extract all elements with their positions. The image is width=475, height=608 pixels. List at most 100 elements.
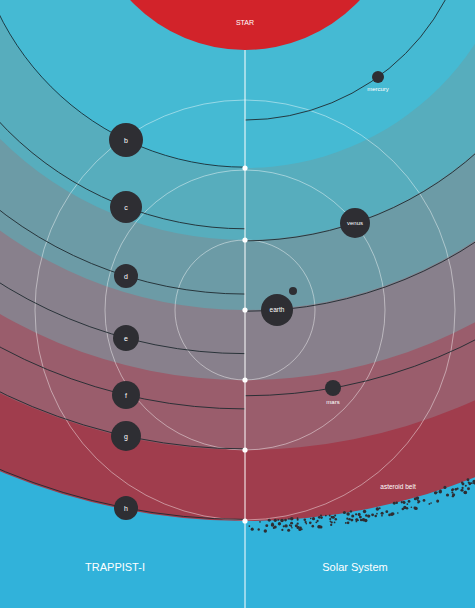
planet-body: earth bbox=[261, 294, 293, 326]
asteroid bbox=[329, 521, 331, 523]
asteroid bbox=[281, 529, 283, 531]
orbit-line bbox=[0, 0, 245, 354]
asteroid bbox=[439, 490, 443, 494]
planet-name: h bbox=[124, 505, 128, 512]
planet-body: f bbox=[112, 381, 140, 409]
star-label: STAR bbox=[88, 19, 402, 26]
asteroid bbox=[264, 529, 267, 532]
asteroid bbox=[310, 518, 312, 520]
planet-fill bbox=[325, 380, 341, 396]
asteroid bbox=[284, 524, 287, 527]
planet-name: f bbox=[125, 392, 127, 399]
orbit-line bbox=[245, 0, 475, 311]
asteroid bbox=[467, 487, 470, 490]
orbit-line bbox=[0, 0, 245, 519]
planet-circle: venus bbox=[340, 208, 370, 238]
asteroid bbox=[401, 501, 403, 503]
asteroid bbox=[319, 525, 322, 528]
orbit-line bbox=[0, 0, 245, 449]
planet-body: e bbox=[113, 325, 139, 351]
asteroid bbox=[460, 489, 462, 491]
asteroid bbox=[299, 526, 301, 528]
asteroid bbox=[291, 527, 293, 529]
asteroid bbox=[411, 507, 413, 509]
planet-fill bbox=[114, 264, 138, 288]
asteroid bbox=[290, 525, 292, 527]
asteroid bbox=[418, 500, 421, 503]
asteroid bbox=[248, 525, 250, 527]
asteroid bbox=[315, 521, 317, 523]
asteroid bbox=[358, 513, 361, 516]
asteroid bbox=[334, 514, 336, 516]
asteroid bbox=[461, 487, 463, 489]
asteroid bbox=[346, 518, 348, 520]
planet-fill bbox=[110, 191, 142, 223]
moon bbox=[289, 287, 297, 295]
planet-circle: earth bbox=[261, 294, 293, 326]
asteroid bbox=[406, 507, 409, 510]
asteroid bbox=[288, 518, 290, 520]
planet-circle: b bbox=[109, 123, 143, 157]
planet-body: d bbox=[114, 264, 138, 288]
asteroid bbox=[277, 519, 279, 521]
orbit-line bbox=[0, 0, 245, 294]
planet-fill bbox=[111, 421, 141, 451]
system-name: Solar System bbox=[322, 562, 387, 573]
asteroid bbox=[365, 514, 368, 517]
asteroid bbox=[346, 512, 350, 516]
planet-circle: mercury bbox=[372, 71, 384, 83]
asteroid bbox=[403, 501, 405, 503]
asteroid bbox=[388, 514, 391, 517]
scale-dot bbox=[242, 237, 247, 242]
asteroid bbox=[452, 493, 455, 496]
scale-dots bbox=[242, 165, 247, 523]
zone-label: asteroid belt bbox=[380, 484, 415, 491]
asteroid bbox=[274, 525, 277, 528]
asteroid bbox=[312, 517, 315, 520]
asteroid bbox=[343, 511, 346, 514]
zone-band bbox=[0, 0, 475, 240]
asteroid bbox=[423, 499, 426, 502]
planet-circle: h bbox=[114, 496, 138, 520]
asteroid bbox=[295, 524, 298, 527]
asteroid bbox=[297, 517, 299, 519]
asteroid bbox=[406, 503, 408, 505]
planet-body: c bbox=[110, 191, 142, 223]
asteroid bbox=[414, 507, 417, 510]
asteroid bbox=[462, 483, 465, 486]
asteroid bbox=[391, 512, 394, 515]
asteroid bbox=[408, 501, 410, 503]
planet-circle: f bbox=[112, 381, 140, 409]
scale-dot bbox=[242, 165, 247, 170]
orbit-line bbox=[0, 0, 245, 229]
planet-fill bbox=[372, 71, 384, 83]
asteroid bbox=[461, 482, 463, 484]
asteroid bbox=[385, 510, 388, 513]
asteroid bbox=[403, 502, 405, 504]
asteroid bbox=[290, 522, 293, 525]
asteroid bbox=[331, 516, 333, 518]
planet-name: mercury bbox=[367, 86, 389, 92]
planet-shape bbox=[325, 380, 341, 396]
planet-name: g bbox=[124, 433, 128, 440]
orbit-line bbox=[245, 0, 475, 241]
asteroid bbox=[465, 485, 467, 487]
asteroid bbox=[320, 514, 322, 516]
system-name: TRAPPIST-I bbox=[85, 562, 145, 573]
orbit-line bbox=[0, 0, 245, 409]
asteroid bbox=[464, 491, 467, 494]
planet-body: b bbox=[109, 123, 143, 157]
asteroid bbox=[430, 502, 432, 504]
orbit-lines bbox=[0, 0, 475, 519]
asteroid bbox=[347, 521, 350, 524]
asteroid bbox=[330, 524, 332, 526]
asteroid bbox=[290, 517, 294, 521]
asteroid bbox=[345, 522, 347, 524]
asteroid bbox=[280, 519, 284, 523]
asteroid bbox=[381, 512, 384, 515]
asteroid bbox=[413, 507, 416, 510]
asteroid bbox=[434, 491, 437, 494]
zone-bands bbox=[0, 0, 475, 521]
asteroid bbox=[414, 497, 417, 500]
